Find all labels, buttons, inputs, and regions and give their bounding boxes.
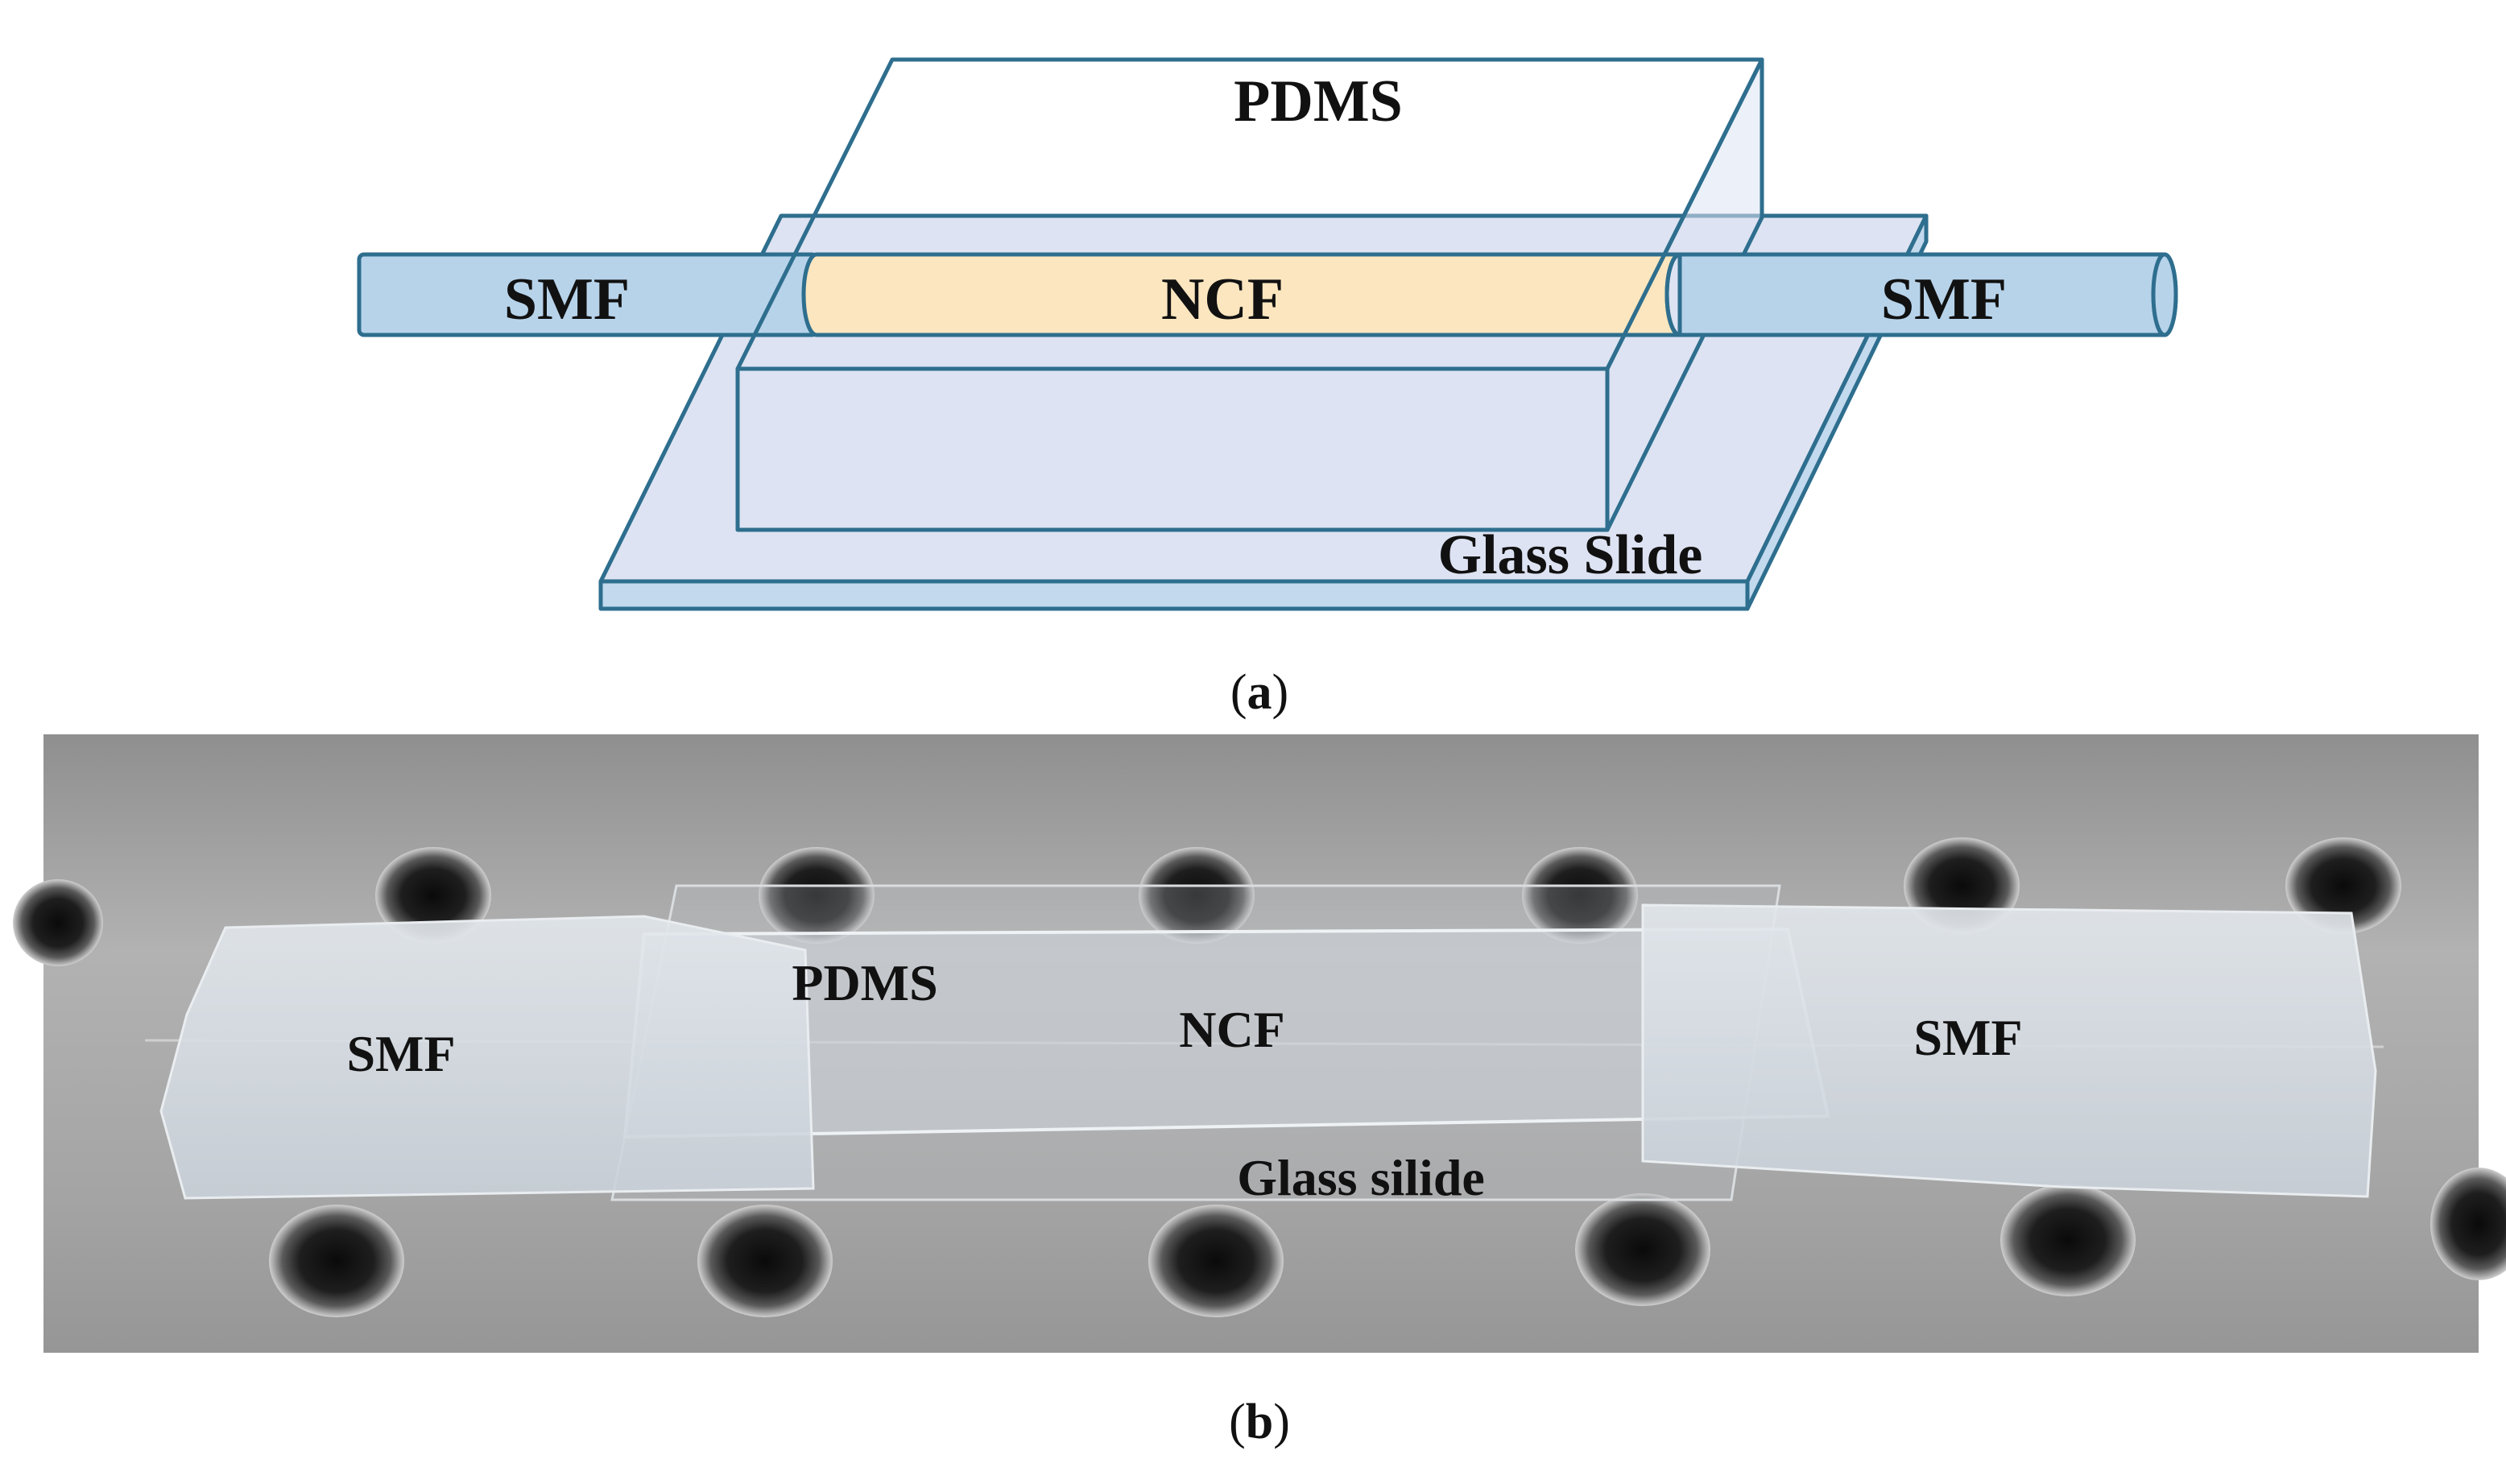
screw-hole <box>1522 847 1638 944</box>
tape-right <box>1641 903 2377 1198</box>
panel-b-photo: SMF PDMS NCF SMF Glass silide <box>13 734 2506 1353</box>
screw-hole <box>269 1205 404 1317</box>
screw-hole <box>2285 837 2401 934</box>
screw-holes-bottom-row <box>269 1168 2506 1317</box>
label-smf-right: SMF <box>1881 267 2007 333</box>
screw-hole <box>1575 1193 1710 1306</box>
photo-label-smf-left: SMF <box>346 1025 455 1082</box>
screw-hole <box>2000 1184 2136 1296</box>
photo-label-glass-silide: Glass silide <box>1237 1149 1485 1206</box>
screw-hole <box>13 879 103 966</box>
pdms-top-face <box>735 57 1764 371</box>
screw-hole <box>2430 1168 2506 1280</box>
photo-label-smf-right: SMF <box>1913 1009 2022 1066</box>
screw-hole <box>1139 847 1255 944</box>
label-pdms: PDMS <box>1234 68 1403 134</box>
caption-b: (b) <box>1229 1395 1290 1449</box>
label-glass-slide: Glass Slide <box>1438 524 1703 586</box>
pdms-front-face <box>735 366 1610 532</box>
screw-hole <box>697 1205 833 1317</box>
panel-a-schematic: PDMS SMF NCF SMF Glass Slide <box>357 57 2178 611</box>
label-ncf: NCF <box>1161 267 1284 333</box>
smf-right-fiber-end <box>2151 252 2178 337</box>
photo-label-ncf: NCF <box>1179 1001 1285 1058</box>
screw-hole <box>759 847 875 944</box>
label-smf-left: SMF <box>504 267 630 333</box>
ncf-right-splice <box>1664 252 1681 337</box>
screw-hole <box>375 847 491 944</box>
photo-label-pdms: PDMS <box>792 954 937 1011</box>
tape-left <box>159 915 815 1200</box>
screw-hole <box>1148 1205 1284 1317</box>
caption-a: (a) <box>1230 665 1288 720</box>
